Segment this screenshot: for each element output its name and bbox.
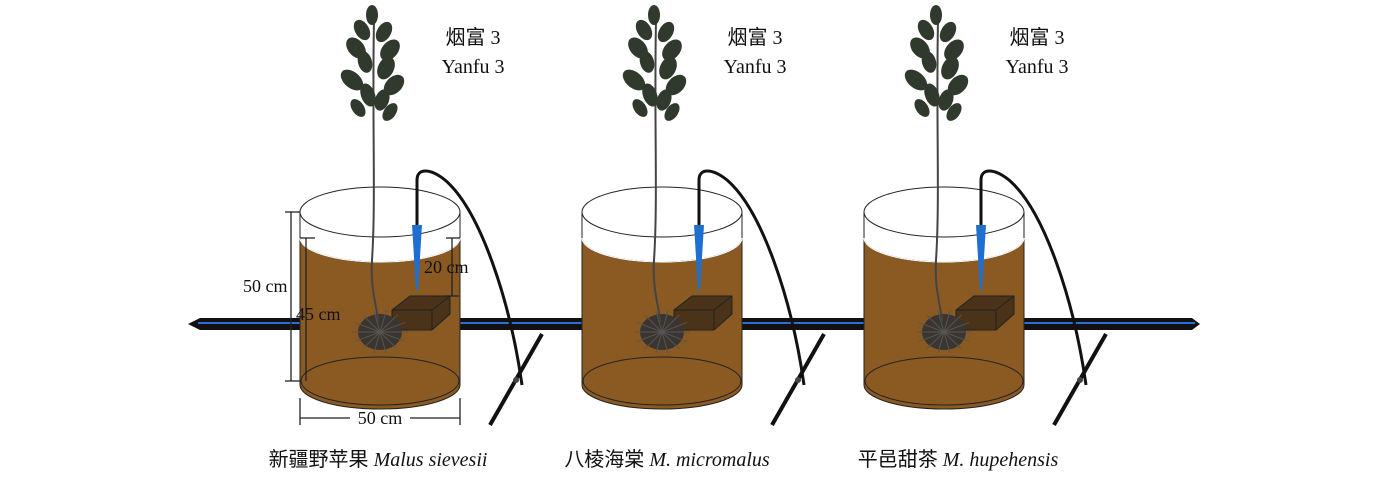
pot-bottom <box>582 356 742 406</box>
pot-bottom <box>300 356 460 406</box>
pot-2: 烟富 3 Yanfu 3 <box>581 5 826 426</box>
pot-bottom <box>864 356 1024 406</box>
drip-tube <box>697 169 806 386</box>
pot-top <box>299 186 461 238</box>
dripper-icon <box>976 225 986 290</box>
dripper-icon <box>412 225 422 290</box>
tree-stem <box>934 19 943 323</box>
rootstock-label: 八棱海棠 M. micromalus <box>564 448 770 471</box>
root-ball <box>352 310 408 354</box>
dimension-annotations <box>285 211 461 425</box>
scion-name-cn: 烟富 3 <box>1010 26 1065 49</box>
scion-name-en: Yanfu 3 <box>724 56 787 78</box>
pot-diameter-label: 50 cm <box>358 408 403 428</box>
scion-name-en: Yanfu 3 <box>442 56 505 78</box>
pot-height-label: 50 cm <box>243 276 288 296</box>
tree-foliage <box>904 5 969 121</box>
pot-top <box>581 186 743 238</box>
root-ball <box>916 310 972 354</box>
dripper-depth-label: 20 cm <box>424 257 469 277</box>
tree-stem <box>652 19 661 323</box>
scion-name-cn: 烟富 3 <box>446 26 501 49</box>
scion-name-en: Yanfu 3 <box>1006 56 1069 78</box>
rootstock-label: 平邑甜茶 M. hupehensis <box>858 448 1059 471</box>
soil-depth-label: 45 cm <box>296 304 341 324</box>
drip-tube <box>415 169 524 386</box>
tree-foliage <box>622 5 687 121</box>
rootstock-label: 新疆野苹果 Malus sievesii <box>269 448 488 471</box>
drip-tube <box>979 169 1088 386</box>
pot-3: 烟富 3 Yanfu 3 <box>863 5 1108 426</box>
tree-stem <box>370 19 379 323</box>
tree-foliage <box>340 5 405 121</box>
pot-1: 烟富 3 Yanfu 3 <box>299 5 544 426</box>
dripper-icon <box>694 225 704 290</box>
root-ball <box>634 310 690 354</box>
scion-name-cn: 烟富 3 <box>728 26 783 49</box>
pot-top <box>863 186 1025 238</box>
